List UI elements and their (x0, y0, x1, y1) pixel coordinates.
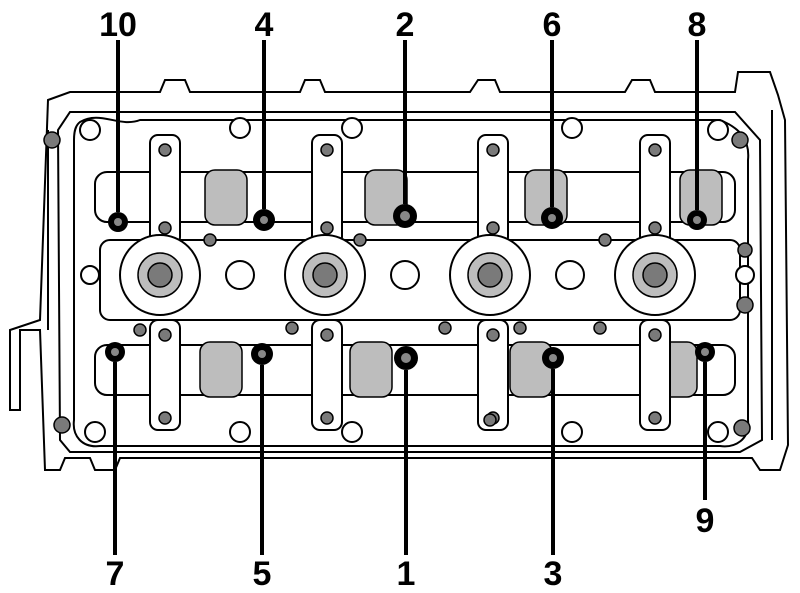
intake-camshaft (94, 169, 736, 226)
spark-plug-well-2 (284, 234, 366, 316)
bolt-2 (393, 204, 417, 228)
label-6: 6 (543, 6, 562, 44)
label-2: 2 (396, 6, 415, 44)
bolt-3 (542, 347, 564, 369)
label-3: 3 (544, 555, 563, 593)
bolt-9 (695, 342, 715, 362)
bolt-8 (687, 210, 707, 230)
label-1: 1 (397, 555, 416, 593)
spark-plug-wells (119, 234, 696, 316)
bolt-4 (253, 209, 275, 231)
bolt-5 (251, 343, 273, 365)
upper-bearing-caps (149, 134, 671, 246)
label-5: 5 (253, 555, 272, 593)
head-bolts (105, 204, 715, 370)
label-10: 10 (99, 6, 137, 44)
label-4: 4 (255, 6, 274, 44)
bolt-6 (541, 207, 563, 229)
bolt-1 (394, 346, 418, 370)
leader-lines (113, 40, 707, 555)
spark-plug-well-4 (614, 234, 696, 316)
gasket-bead (72, 116, 750, 448)
sequence-labels: 10 4 2 6 8 7 5 1 3 9 (99, 6, 714, 593)
label-8: 8 (688, 6, 707, 44)
spark-plug-well-3 (449, 234, 531, 316)
label-7: 7 (106, 555, 125, 593)
perimeter-bosses (43, 117, 755, 443)
bolt-10 (108, 212, 128, 232)
bolt-7 (105, 342, 125, 362)
label-9: 9 (696, 502, 715, 540)
bearing-cap-bolts (133, 143, 662, 427)
spark-plug-well-1 (119, 234, 201, 316)
